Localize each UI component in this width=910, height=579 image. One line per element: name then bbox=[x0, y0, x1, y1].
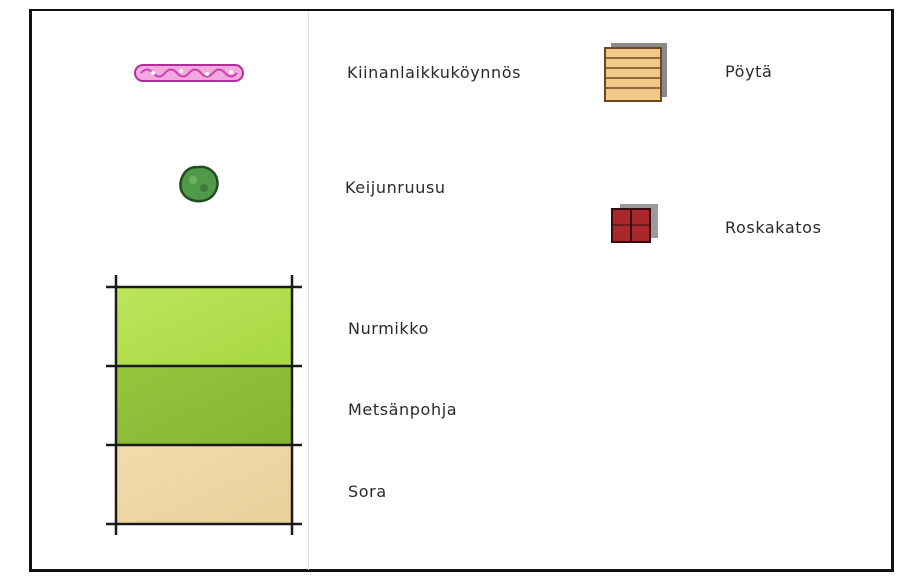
label-poyta: Pöytä bbox=[725, 62, 773, 81]
label-kiinanlaikkukoynnos: Kiinanlaikkuköynnös bbox=[347, 63, 522, 82]
forest-floor-swatch bbox=[116, 366, 292, 445]
label-sora: Sora bbox=[348, 482, 387, 501]
ground-cover-swatches bbox=[104, 273, 304, 538]
label-nurmikko: Nurmikko bbox=[348, 319, 429, 338]
vine-symbol bbox=[133, 62, 245, 84]
lawn-swatch bbox=[116, 287, 292, 366]
legend-divider bbox=[308, 11, 309, 570]
waste-shelter-symbol bbox=[610, 202, 660, 244]
label-metsanpohja: Metsänpohja bbox=[348, 400, 458, 419]
label-roskakatos: Roskakatos bbox=[725, 218, 822, 237]
rose-symbol bbox=[177, 164, 221, 204]
label-keijunruusu: Keijunruusu bbox=[345, 178, 446, 197]
gravel-swatch bbox=[116, 445, 292, 524]
table-symbol bbox=[603, 41, 669, 103]
